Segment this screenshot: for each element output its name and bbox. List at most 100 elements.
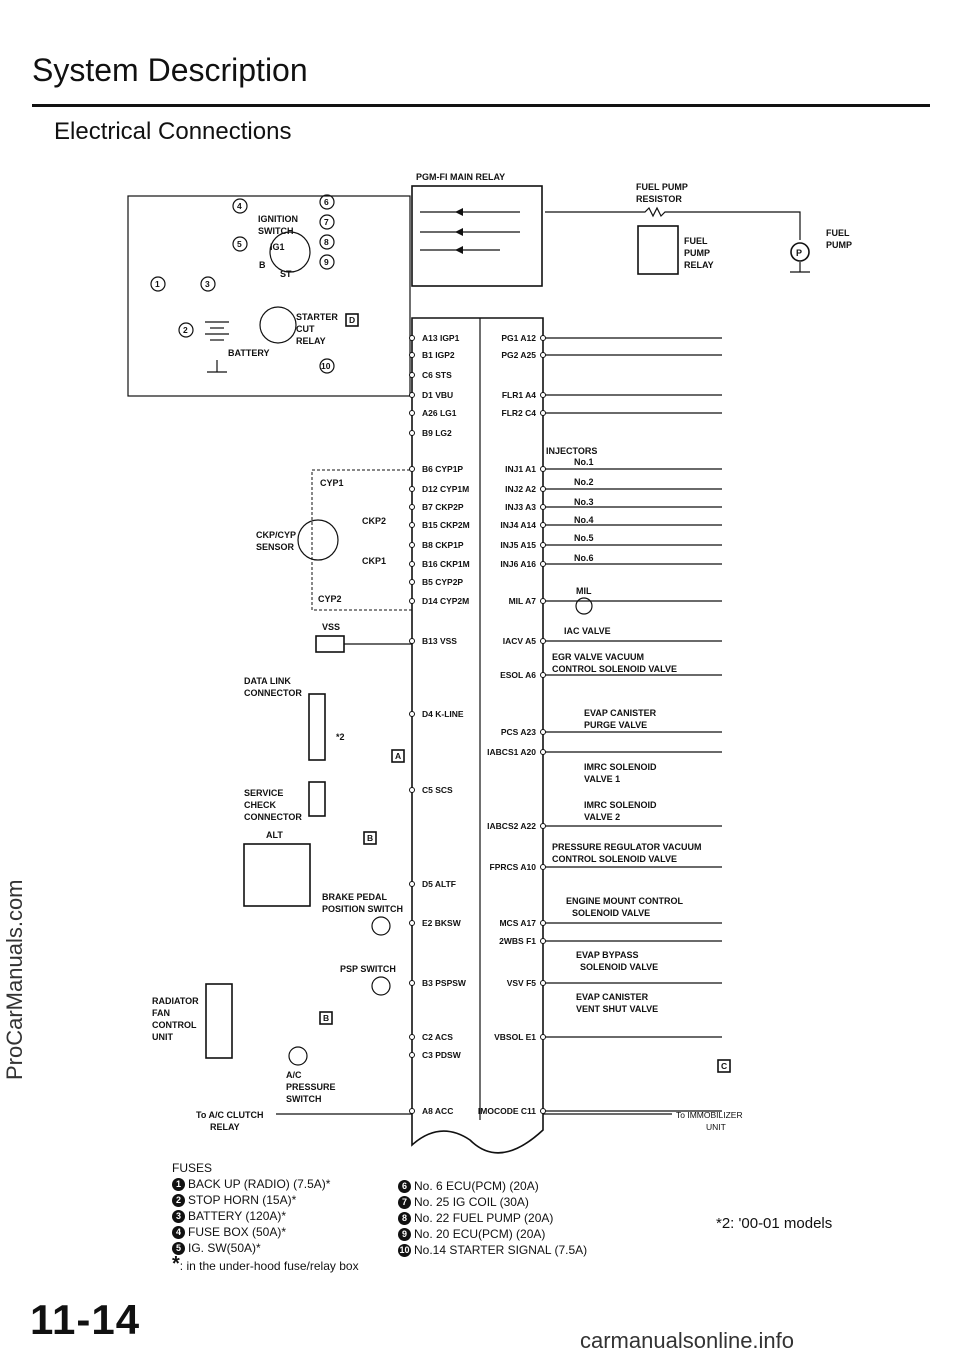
ckp-cyp-label-2: SENSOR	[256, 542, 295, 552]
vss-icon	[315, 635, 345, 653]
fuse-number: 9	[398, 1228, 411, 1242]
pcm-right-pin: PCS A23	[501, 727, 536, 737]
svg-text:PURGE VALVE: PURGE VALVE	[584, 720, 647, 730]
svg-text:CKP1: CKP1	[362, 556, 386, 566]
pin-terminal	[540, 749, 546, 755]
scc-label-2: CHECK	[244, 800, 277, 810]
pcm-right-pin: PG2 A25	[501, 350, 536, 360]
fuel-pump-relay-label-2: PUMP	[684, 248, 710, 258]
page-title: System Description	[32, 52, 308, 88]
scc-label-3: CONNECTOR	[244, 812, 302, 822]
svg-text:7: 7	[324, 217, 329, 227]
pin-terminal	[409, 486, 415, 492]
pin-terminal	[540, 1108, 546, 1114]
svg-text:B: B	[367, 833, 373, 843]
pin-terminal	[409, 1108, 415, 1114]
rfcu-label-2: FAN	[152, 1008, 170, 1018]
pcm-right-pin: INJ1 A1	[505, 464, 536, 474]
svg-text:No.1: No.1	[574, 457, 594, 467]
svg-text:IG1: IG1	[270, 242, 285, 252]
main-relay: PGM-FI MAIN RELAY	[411, 172, 543, 287]
svg-text:5: 5	[237, 239, 242, 249]
pin-terminal	[409, 542, 415, 548]
pin-terminal	[409, 787, 415, 793]
svg-text:PRESSURE REGULATOR VACUUM: PRESSURE REGULATOR VACUUM	[552, 842, 702, 852]
fuse-number: 5	[172, 1242, 185, 1256]
svg-text:CYP2: CYP2	[318, 594, 342, 604]
pcm-left-pin: D14 CYP2M	[422, 596, 469, 606]
pcm-left-pin: C5 SCS	[422, 785, 453, 795]
pin-terminal	[409, 410, 415, 416]
svg-text:3: 3	[205, 279, 210, 289]
fuse-footnote: *: in the under-hood fuse/relay box	[172, 1253, 359, 1275]
pin-terminal	[409, 372, 415, 378]
scc-label-1: SERVICE	[244, 788, 283, 798]
svg-text:D: D	[349, 315, 355, 325]
battery-label: BATTERY	[228, 348, 270, 358]
fuel-pump-label-2: PUMP	[826, 240, 852, 250]
brake-label-1: BRAKE PEDAL	[322, 892, 388, 902]
svg-text:SOLENOID VALVE: SOLENOID VALVE	[572, 908, 650, 918]
pcm-left-pin: D5 ALTF	[422, 879, 456, 889]
svg-text:8: 8	[324, 237, 329, 247]
svg-text:2: 2	[183, 325, 188, 335]
pin-terminal	[409, 504, 415, 510]
dlc-icon	[308, 693, 326, 761]
svg-text:10: 10	[321, 361, 331, 371]
ac-clutch-label-2: RELAY	[210, 1122, 240, 1132]
pcm-right-pin: IABCS1 A20	[487, 747, 536, 757]
pcm-right-pin: IABCS2 A22	[487, 821, 536, 831]
pin-terminal	[409, 335, 415, 341]
pcm-left-pin: B16 CKP1M	[422, 559, 470, 569]
ac-clutch-label-1: To A/C CLUTCH	[196, 1110, 264, 1120]
pcm-right-pin: FPRCS A10	[490, 862, 537, 872]
fuel-pump-label-1: FUEL	[826, 228, 850, 238]
pcm-left-pin: C3 PDSW	[422, 1050, 462, 1060]
rfcu-label-3: CONTROL	[152, 1020, 197, 1030]
pin-terminal	[409, 430, 415, 436]
fuse-number: 7	[398, 1196, 411, 1210]
fuel-pump-relay-box	[637, 225, 679, 275]
immobilizer-label-2: UNIT	[706, 1122, 726, 1132]
pin-terminal	[540, 638, 546, 644]
pcm-right-pin: PG1 A12	[501, 333, 536, 343]
pcm-left-pin: B1 IGP2	[422, 350, 455, 360]
fuse-number: 10	[398, 1244, 411, 1258]
pin-terminal	[409, 1034, 415, 1040]
immobilizer-label-1: To IMMOBILIZER	[676, 1110, 743, 1120]
alt-label: ALT	[266, 830, 283, 840]
pcm-left-pin: E2 BKSW	[422, 918, 462, 928]
fuse-number: 4	[172, 1226, 185, 1240]
psp-label: PSP SWITCH	[340, 964, 396, 974]
svg-text:B: B	[323, 1013, 329, 1023]
pin-terminal	[540, 486, 546, 492]
svg-text:CONTROL SOLENOID VALVE: CONTROL SOLENOID VALVE	[552, 664, 677, 674]
svg-text:EGR VALVE VACUUM: EGR VALVE VACUUM	[552, 652, 644, 662]
ac-label-2: PRESSURE	[286, 1082, 336, 1092]
pin-terminal	[540, 1034, 546, 1040]
svg-text:No.3: No.3	[574, 497, 594, 507]
pin-terminal	[540, 729, 546, 735]
fuel-pump-icon	[790, 242, 810, 262]
pcm-right-pin: FLR2 C4	[502, 408, 537, 418]
pcm-left-pin: D1 VBU	[422, 390, 453, 400]
pcm-left-pin: D12 CYP1M	[422, 484, 469, 494]
pin-terminal	[540, 335, 546, 341]
pcm-left-pin: C2 ACS	[422, 1032, 453, 1042]
fuse-number: 6	[398, 1180, 411, 1194]
pcm-left-pin: A26 LG1	[422, 408, 457, 418]
svg-text:*2: *2	[336, 732, 345, 742]
pin-terminal	[409, 579, 415, 585]
pcm-right-pin: INJ4 A14	[500, 520, 536, 530]
models-note: *2: '00-01 models	[716, 1215, 833, 1232]
fuses-heading: FUSES	[172, 1161, 213, 1175]
pin-terminal	[409, 561, 415, 567]
pin-terminal	[540, 938, 546, 944]
bottom-watermark: carmanualsonline.info	[580, 1328, 795, 1353]
pin-terminal	[540, 672, 546, 678]
